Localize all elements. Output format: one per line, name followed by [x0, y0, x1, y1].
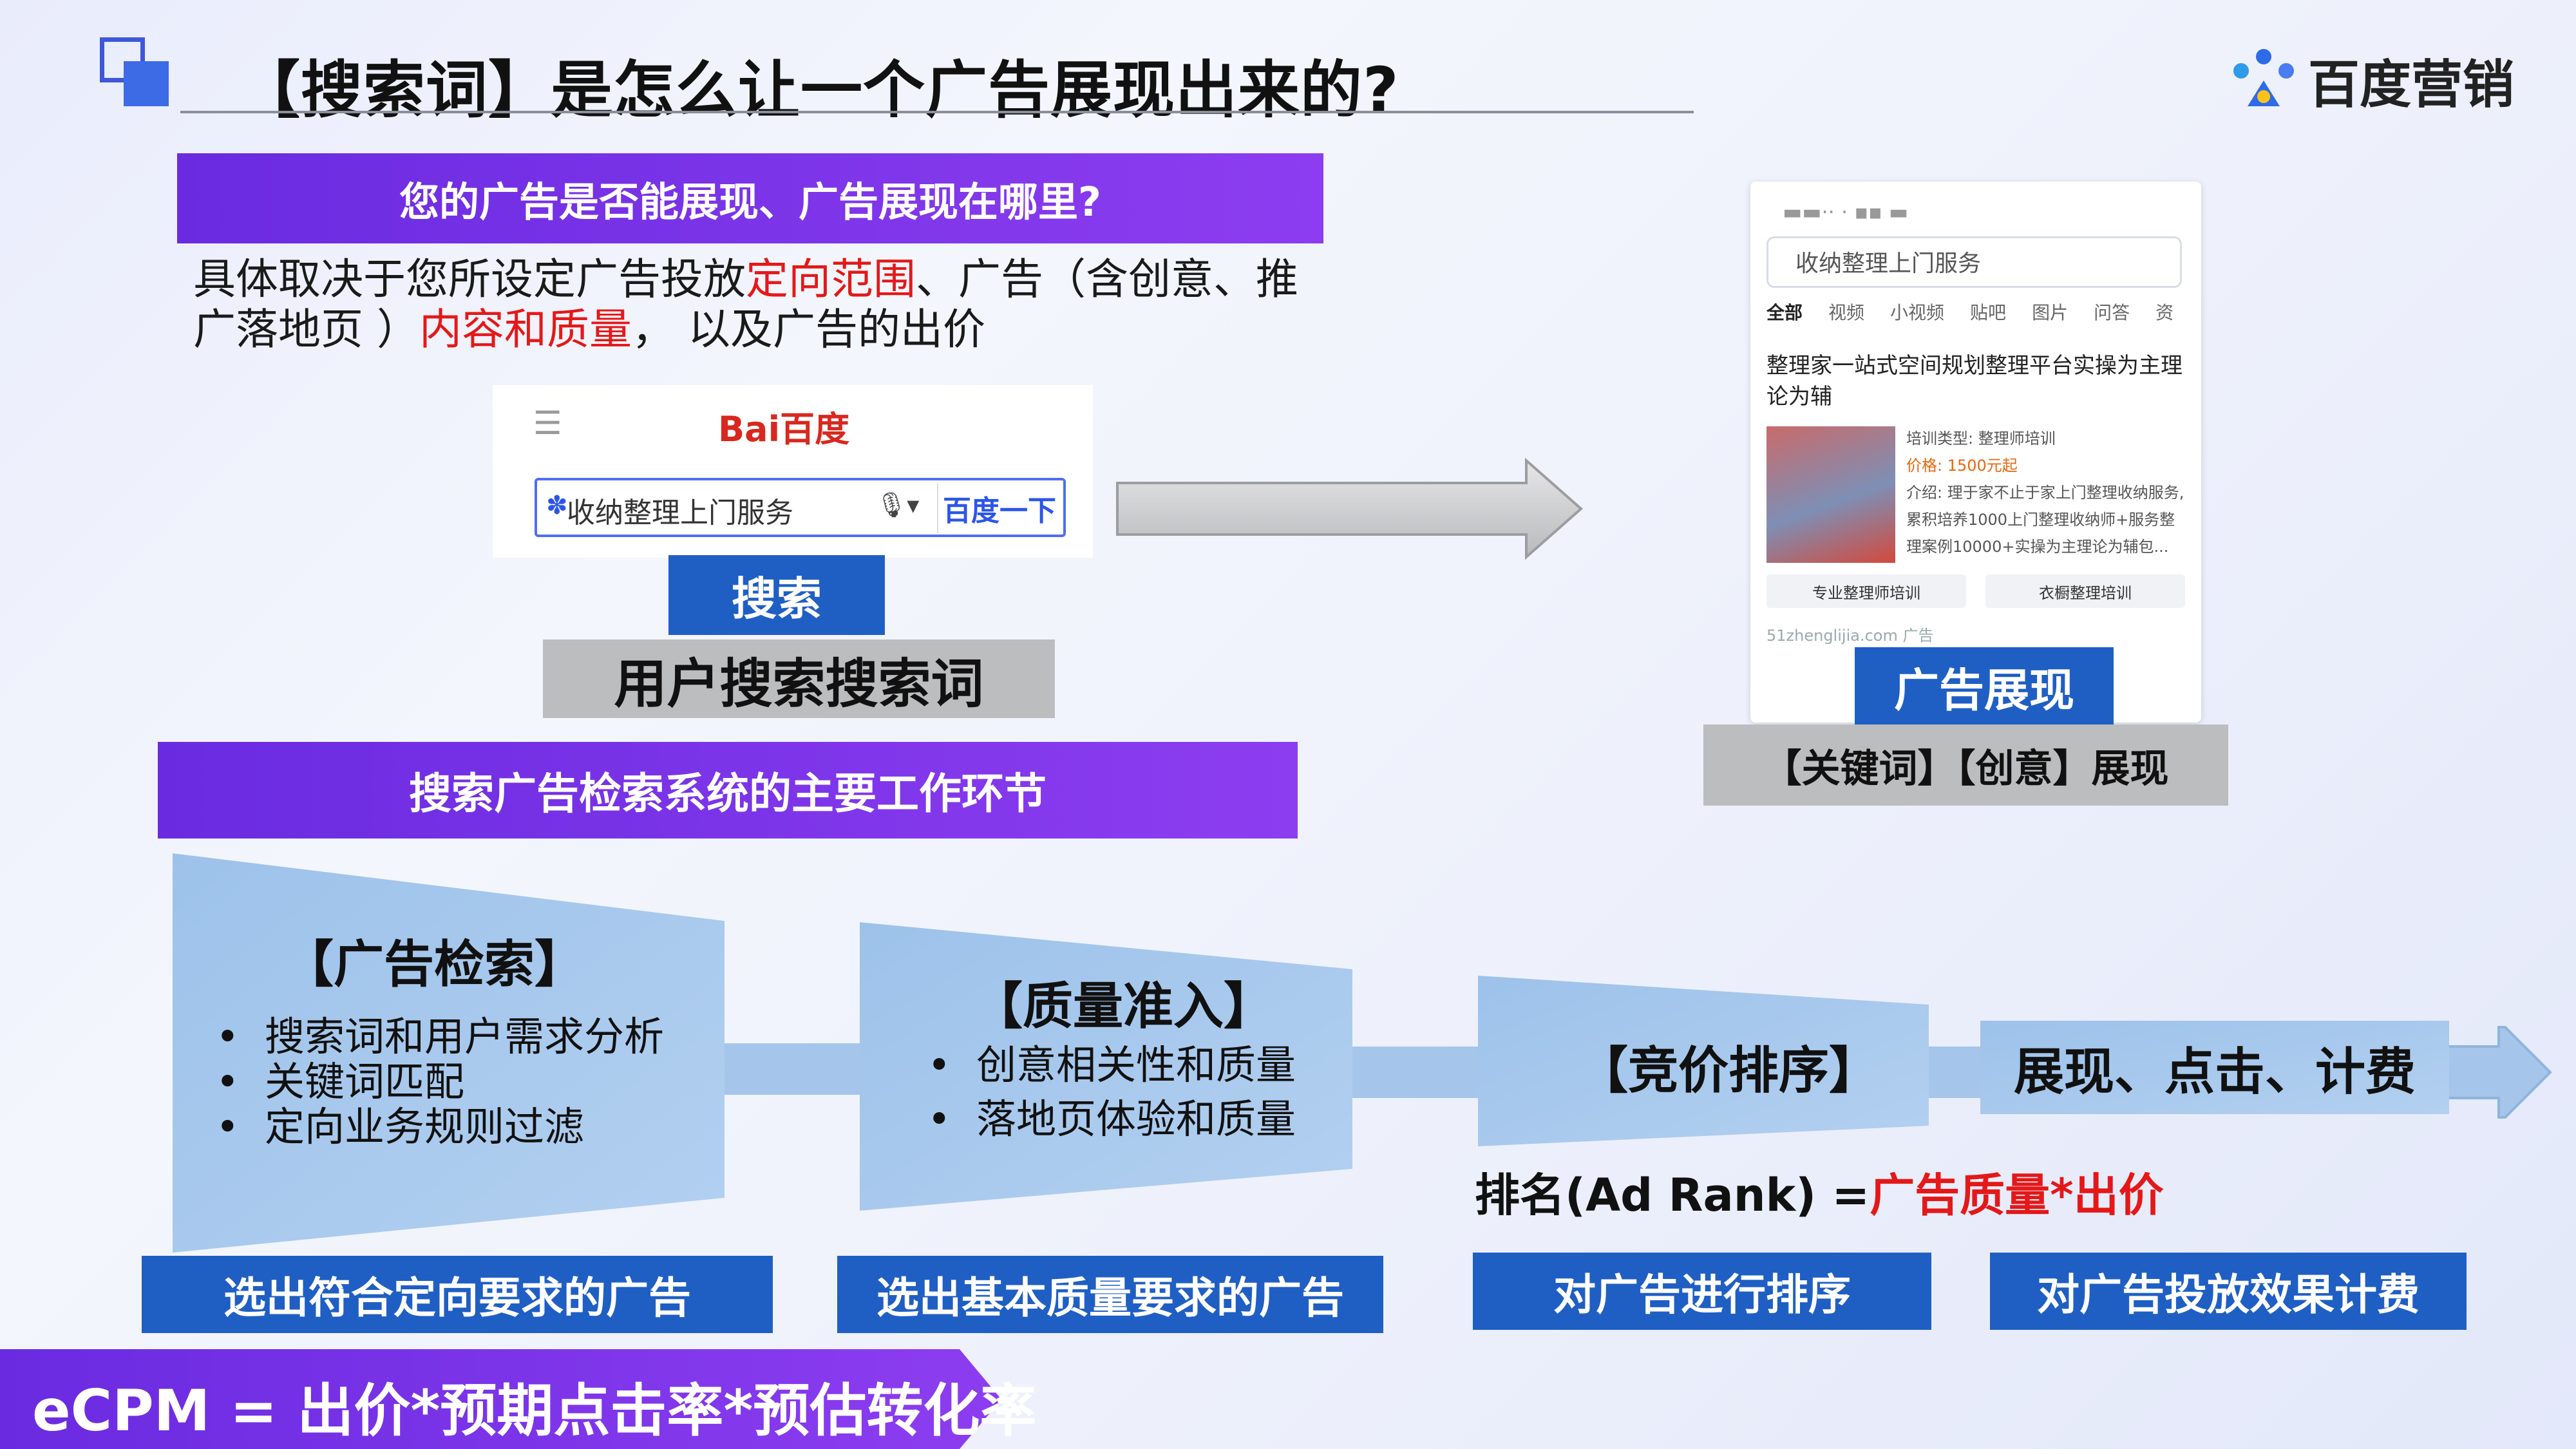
- flow-arrow-icon: [1116, 457, 1584, 560]
- keyword-creative-label: 【关键词】【创意】展现: [1703, 724, 2228, 806]
- baidu-search-button[interactable]: 百度一下: [937, 483, 1061, 533]
- logo-text: 百度营销: [2308, 55, 2514, 115]
- explanation-highlight: 定向范围: [746, 254, 916, 304]
- panel-title: 【竞价排序】: [1578, 1042, 1880, 1100]
- bullet-item: • 创意相关性和质量: [927, 1041, 1296, 1088]
- ad-source: 51zhenglijia.com 广告: [1766, 627, 1934, 645]
- result-tab[interactable]: 贴吧: [1970, 302, 2007, 323]
- title-decoration-square: [124, 61, 169, 106]
- panel-title: 【质量准入】: [972, 978, 1274, 1036]
- bullet-item: • 关键词匹配: [216, 1058, 465, 1105]
- result-search-box[interactable]: [1766, 236, 2182, 288]
- title-decoration-outline: [100, 37, 145, 82]
- result-tab[interactable]: 问答: [2094, 302, 2130, 323]
- panel-bullets: • 创意相关性和质量 • 落地页体验和质量: [927, 1038, 1296, 1146]
- search-query[interactable]: 收纳整理上门服务: [567, 497, 793, 529]
- result-tab[interactable]: 图片: [2032, 302, 2069, 323]
- ad-detail-line: 培训类型: 整理师培训: [1906, 430, 2056, 448]
- status-bar: ▬▬·· · ▪▪ ▬: [1783, 200, 1909, 224]
- ecpm-formula: eCPM = 出价*预期点击率*预估转化率: [32, 1378, 1037, 1444]
- ad-chip[interactable]: 衣橱整理培训: [1985, 574, 2185, 608]
- microphone-icon[interactable]: 🎙▾: [876, 491, 920, 519]
- panel-bid-ranking: [1478, 976, 1929, 1146]
- explanation-part: 广落地页 ）: [193, 305, 419, 354]
- question-banner: 您的广告是否能展现、广告展现在哪里?: [177, 153, 1323, 243]
- bullet-item: • 定向业务规则过滤: [216, 1103, 585, 1150]
- panel-quality-admission: [860, 922, 1352, 1211]
- ad-details: 培训类型: 整理师培训 价格: 1500元起 介绍: 理于家不止于家上门整理收纳…: [1906, 425, 2190, 560]
- ad-detail-line: 累积培养1000上门整理收纳师+服务整: [1906, 511, 2175, 529]
- search-label: 搜索: [668, 555, 885, 635]
- ad-chip[interactable]: 专业整理师培训: [1766, 574, 1966, 608]
- ecpm-ribbon: [0, 1349, 1001, 1449]
- baidu-logo: Bai百度: [718, 409, 850, 450]
- bullet-text: 关键词匹配: [265, 1058, 465, 1105]
- ad-detail-line: 理案例10000+实操为主理论为辅包...: [1906, 538, 2169, 556]
- ad-headline[interactable]: 整理家一站式空间规划整理平台实操为主理论为辅: [1766, 353, 2183, 410]
- page-title: 【搜索词】是怎么让一个广告展现出来的?: [238, 54, 1399, 126]
- result-label: 对广告投放效果计费: [1990, 1253, 2467, 1330]
- title-underline: [180, 111, 1694, 113]
- bullet-item: • 落地页体验和质量: [927, 1095, 1296, 1142]
- ad-detail-line: 价格: 1500元起: [1906, 457, 2018, 475]
- baidu-search-input[interactable]: [535, 478, 1066, 537]
- panel-bullets: • 搜索词和用户需求分析 • 关键词匹配 • 定向业务规则过滤: [216, 1014, 664, 1150]
- formula-prefix: 排名(Ad Rank) =: [1475, 1169, 1870, 1222]
- connector-1: [724, 1043, 860, 1095]
- result-query: 收纳整理上门服务: [1795, 251, 1982, 277]
- explanation-part: 、广告（含创意、推: [916, 254, 1298, 304]
- baidu-marketing-logo: 百度营销: [2228, 45, 2524, 116]
- workflow-banner: 搜索广告检索系统的主要工作环节: [158, 742, 1298, 838]
- bullet-text: 定向业务规则过滤: [265, 1103, 585, 1150]
- explanation-highlight: 内容和质量: [419, 305, 632, 354]
- result-tab[interactable]: 小视频: [1890, 302, 1945, 323]
- panel-ad-retrieval: [173, 853, 724, 1253]
- panel-display-charge: [1980, 1021, 2449, 1114]
- bullet-text: 落地页体验和质量: [976, 1095, 1296, 1142]
- explanation-part: 具体取决于您所设定广告投放: [193, 254, 746, 304]
- result-tab[interactable]: 视频: [1828, 302, 1865, 323]
- connector-2: [1352, 1046, 1478, 1098]
- ad-chips: 专业整理师培训 衣橱整理培训: [1766, 574, 2185, 608]
- result-tab[interactable]: 全部: [1766, 302, 1803, 323]
- panel-title: 【广告检索】: [283, 936, 585, 994]
- bullet-text: 创意相关性和质量: [976, 1041, 1296, 1088]
- explanation-part: ， 以及广告的出价: [631, 305, 985, 354]
- bullet-text: 搜索词和用户需求分析: [265, 1013, 665, 1060]
- result-tabs: 全部 视频 小视频 贴吧 图片 问答 资: [1766, 299, 2174, 325]
- result-label: 选出符合定向要求的广告: [142, 1256, 773, 1333]
- ad-detail-line: 介绍: 理于家不止于家上门整理收纳服务,: [1906, 484, 2184, 502]
- ad-rank-formula: 排名(Ad Rank) =广告质量*出价: [1475, 1159, 2164, 1224]
- ad-display-label: 广告展现: [1855, 647, 2114, 726]
- result-label: 选出基本质量要求的广告: [837, 1256, 1383, 1333]
- result-tab[interactable]: 资: [2155, 302, 2174, 323]
- end-arrow: [2446, 1026, 2552, 1119]
- user-search-term-label: 用户搜索搜索词: [543, 639, 1055, 718]
- ad-image: [1766, 426, 1895, 563]
- menu-icon: ☰: [533, 404, 562, 442]
- search-result-screenshot: ▬▬·· · ▪▪ ▬ 收纳整理上门服务 全部 视频 小视频 贴吧 图片 问答 …: [1750, 182, 2201, 723]
- paw-icon: ✽: [546, 491, 568, 520]
- formula-highlight: 广告质量*出价: [1870, 1169, 2164, 1222]
- panel-title: 展现、点击、计费: [2013, 1043, 2416, 1101]
- baidu-marketing-logo-icon: [2233, 49, 2294, 106]
- explanation-text: 具体取决于您所设定广告投放定向范围、广告（含创意、推 广落地页 ）内容和质量， …: [193, 254, 1346, 355]
- bullet-item: • 搜索词和用户需求分析: [216, 1013, 665, 1060]
- connector-3: [1922, 1046, 1980, 1098]
- result-label: 对广告进行排序: [1473, 1253, 1931, 1330]
